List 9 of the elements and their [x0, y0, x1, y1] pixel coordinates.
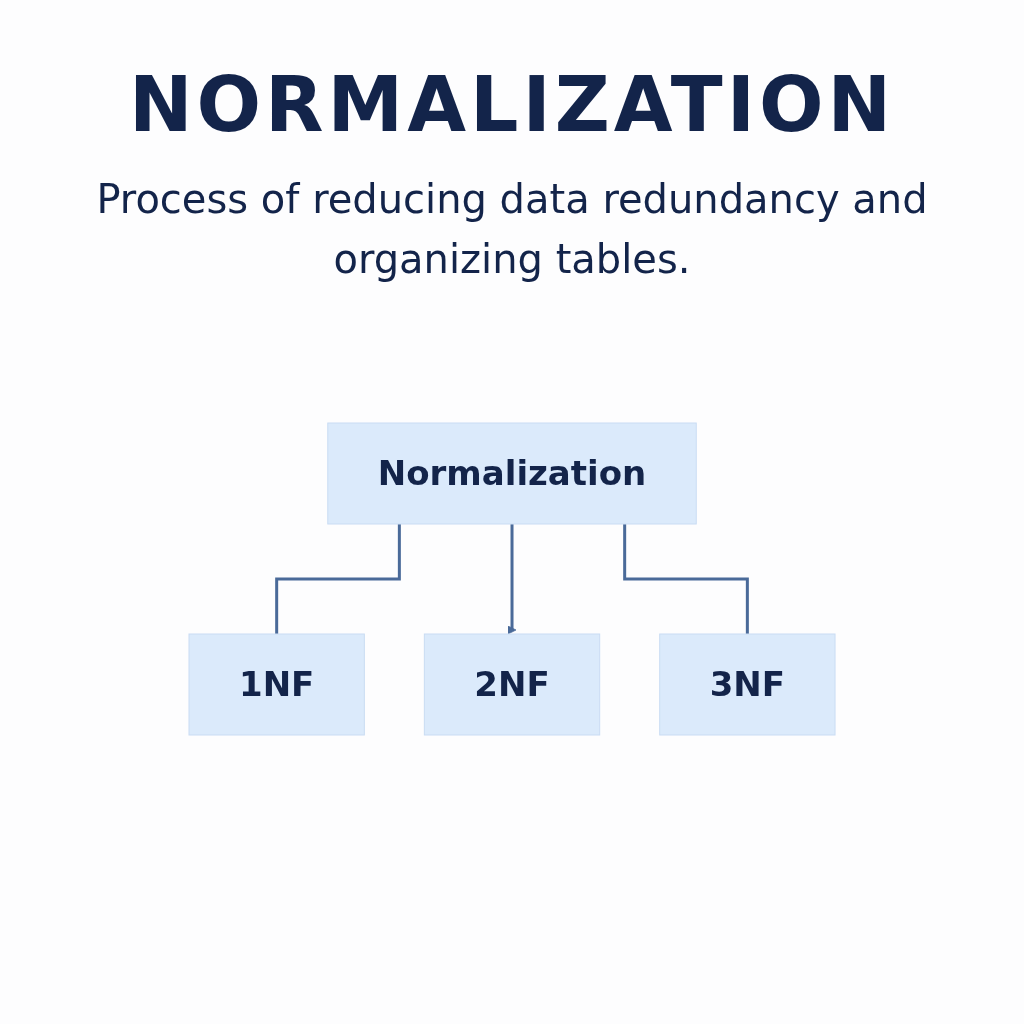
node-box: 2NF	[423, 633, 601, 736]
subtitle: Process of reducing data redundancy and organizing tables.	[95, 175, 929, 284]
connector	[623, 524, 749, 636]
connector	[275, 524, 401, 636]
title: NORMALIZATION	[128, 60, 896, 149]
node-box: Normalization	[327, 422, 697, 525]
node-box: 1NF	[188, 633, 365, 736]
arrow	[507, 524, 517, 635]
node-box: 3NF	[659, 633, 836, 736]
